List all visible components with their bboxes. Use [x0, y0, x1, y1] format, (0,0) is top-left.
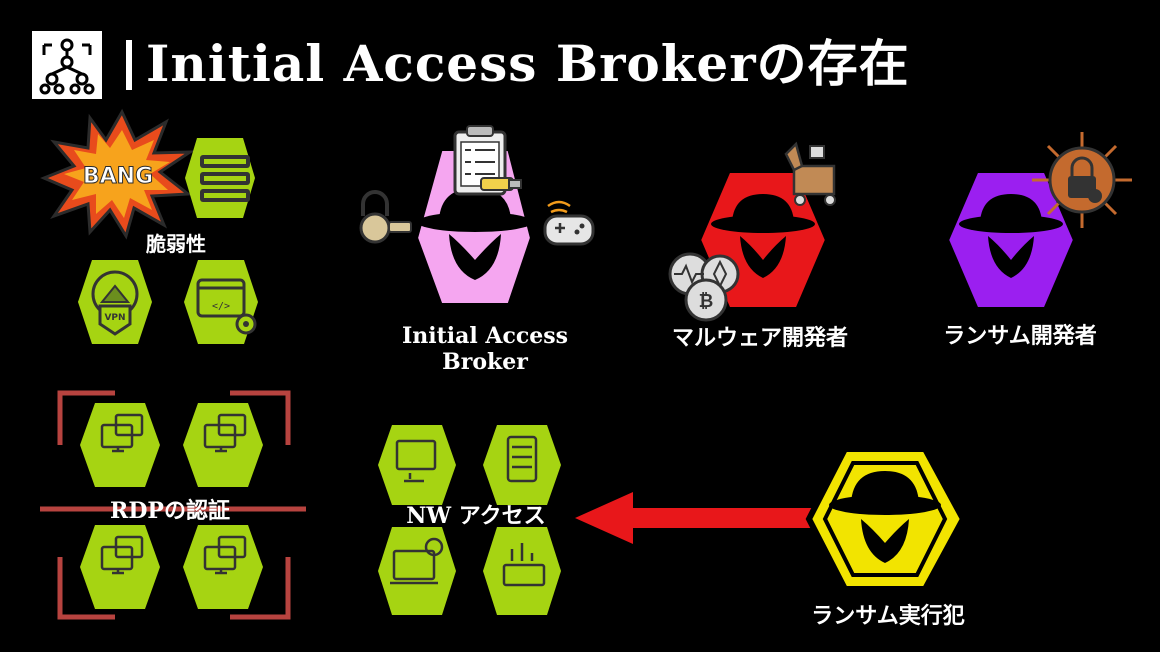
code-monitor-icon: [395, 439, 437, 471]
server-network-icon: [506, 435, 538, 483]
code-settings-icon: </>: [184, 260, 258, 344]
rdp-frame: [40, 390, 306, 620]
ransom-dev-figure: [942, 132, 1132, 313]
svg-text:</>: </>: [212, 301, 230, 312]
rdp-auth-label: RDPの認証: [110, 498, 230, 524]
nw-access-cluster: [378, 425, 561, 615]
remote-desktop-hexes: [80, 403, 263, 609]
vpn-shield-icon: VPN: [78, 260, 152, 344]
dashboard-icon: [502, 563, 546, 587]
hacker-hat-icon: [829, 471, 941, 563]
title-divider: [126, 40, 132, 90]
iab-figure: [359, 125, 595, 309]
malware-dev-figure: ₿: [668, 141, 836, 322]
page-title: Initial Access Brokerの存在: [146, 34, 910, 93]
ransom-exec-figure: [805, 446, 967, 592]
ransom-dev-label: ランサム開発者: [943, 323, 1097, 349]
vulnerability-cluster: BANG VPN </>: [40, 108, 258, 344]
nw-access-label: NW アクセス: [406, 503, 546, 529]
laptop-settings-icon: [392, 549, 436, 581]
ransom-exec-label: ランサム実行犯: [811, 603, 965, 629]
hacker-hat-icon: [959, 194, 1063, 278]
hacker-hat-icon: [711, 194, 815, 278]
malware-dev-label: マルウェア開発者: [671, 325, 848, 351]
ransomware-lock-icon: [1032, 132, 1132, 228]
org-chart-icon: [32, 31, 102, 99]
svg-text:BANG: BANG: [83, 164, 153, 189]
svg-text:VPN: VPN: [104, 313, 125, 323]
svg-text:₿: ₿: [699, 291, 714, 312]
arrow-to-nw-access: [575, 492, 825, 544]
crypto-coins-icon: ₿: [668, 252, 740, 322]
rdp-auth-cluster: [40, 390, 306, 620]
server-icon: [185, 138, 255, 218]
hacker-hat-icon: [417, 188, 533, 280]
usb-stick-icon: [480, 177, 522, 191]
trojan-horse-icon: [784, 141, 836, 206]
iab-label-line2: Broker: [442, 349, 528, 375]
bang-burst-icon: BANG: [40, 108, 196, 240]
iab-label-line1: Initial Access: [401, 323, 569, 349]
gamepad-icon: [543, 200, 595, 246]
vulnerability-label: 脆弱性: [146, 232, 206, 256]
lock-user-icon: [359, 190, 412, 244]
